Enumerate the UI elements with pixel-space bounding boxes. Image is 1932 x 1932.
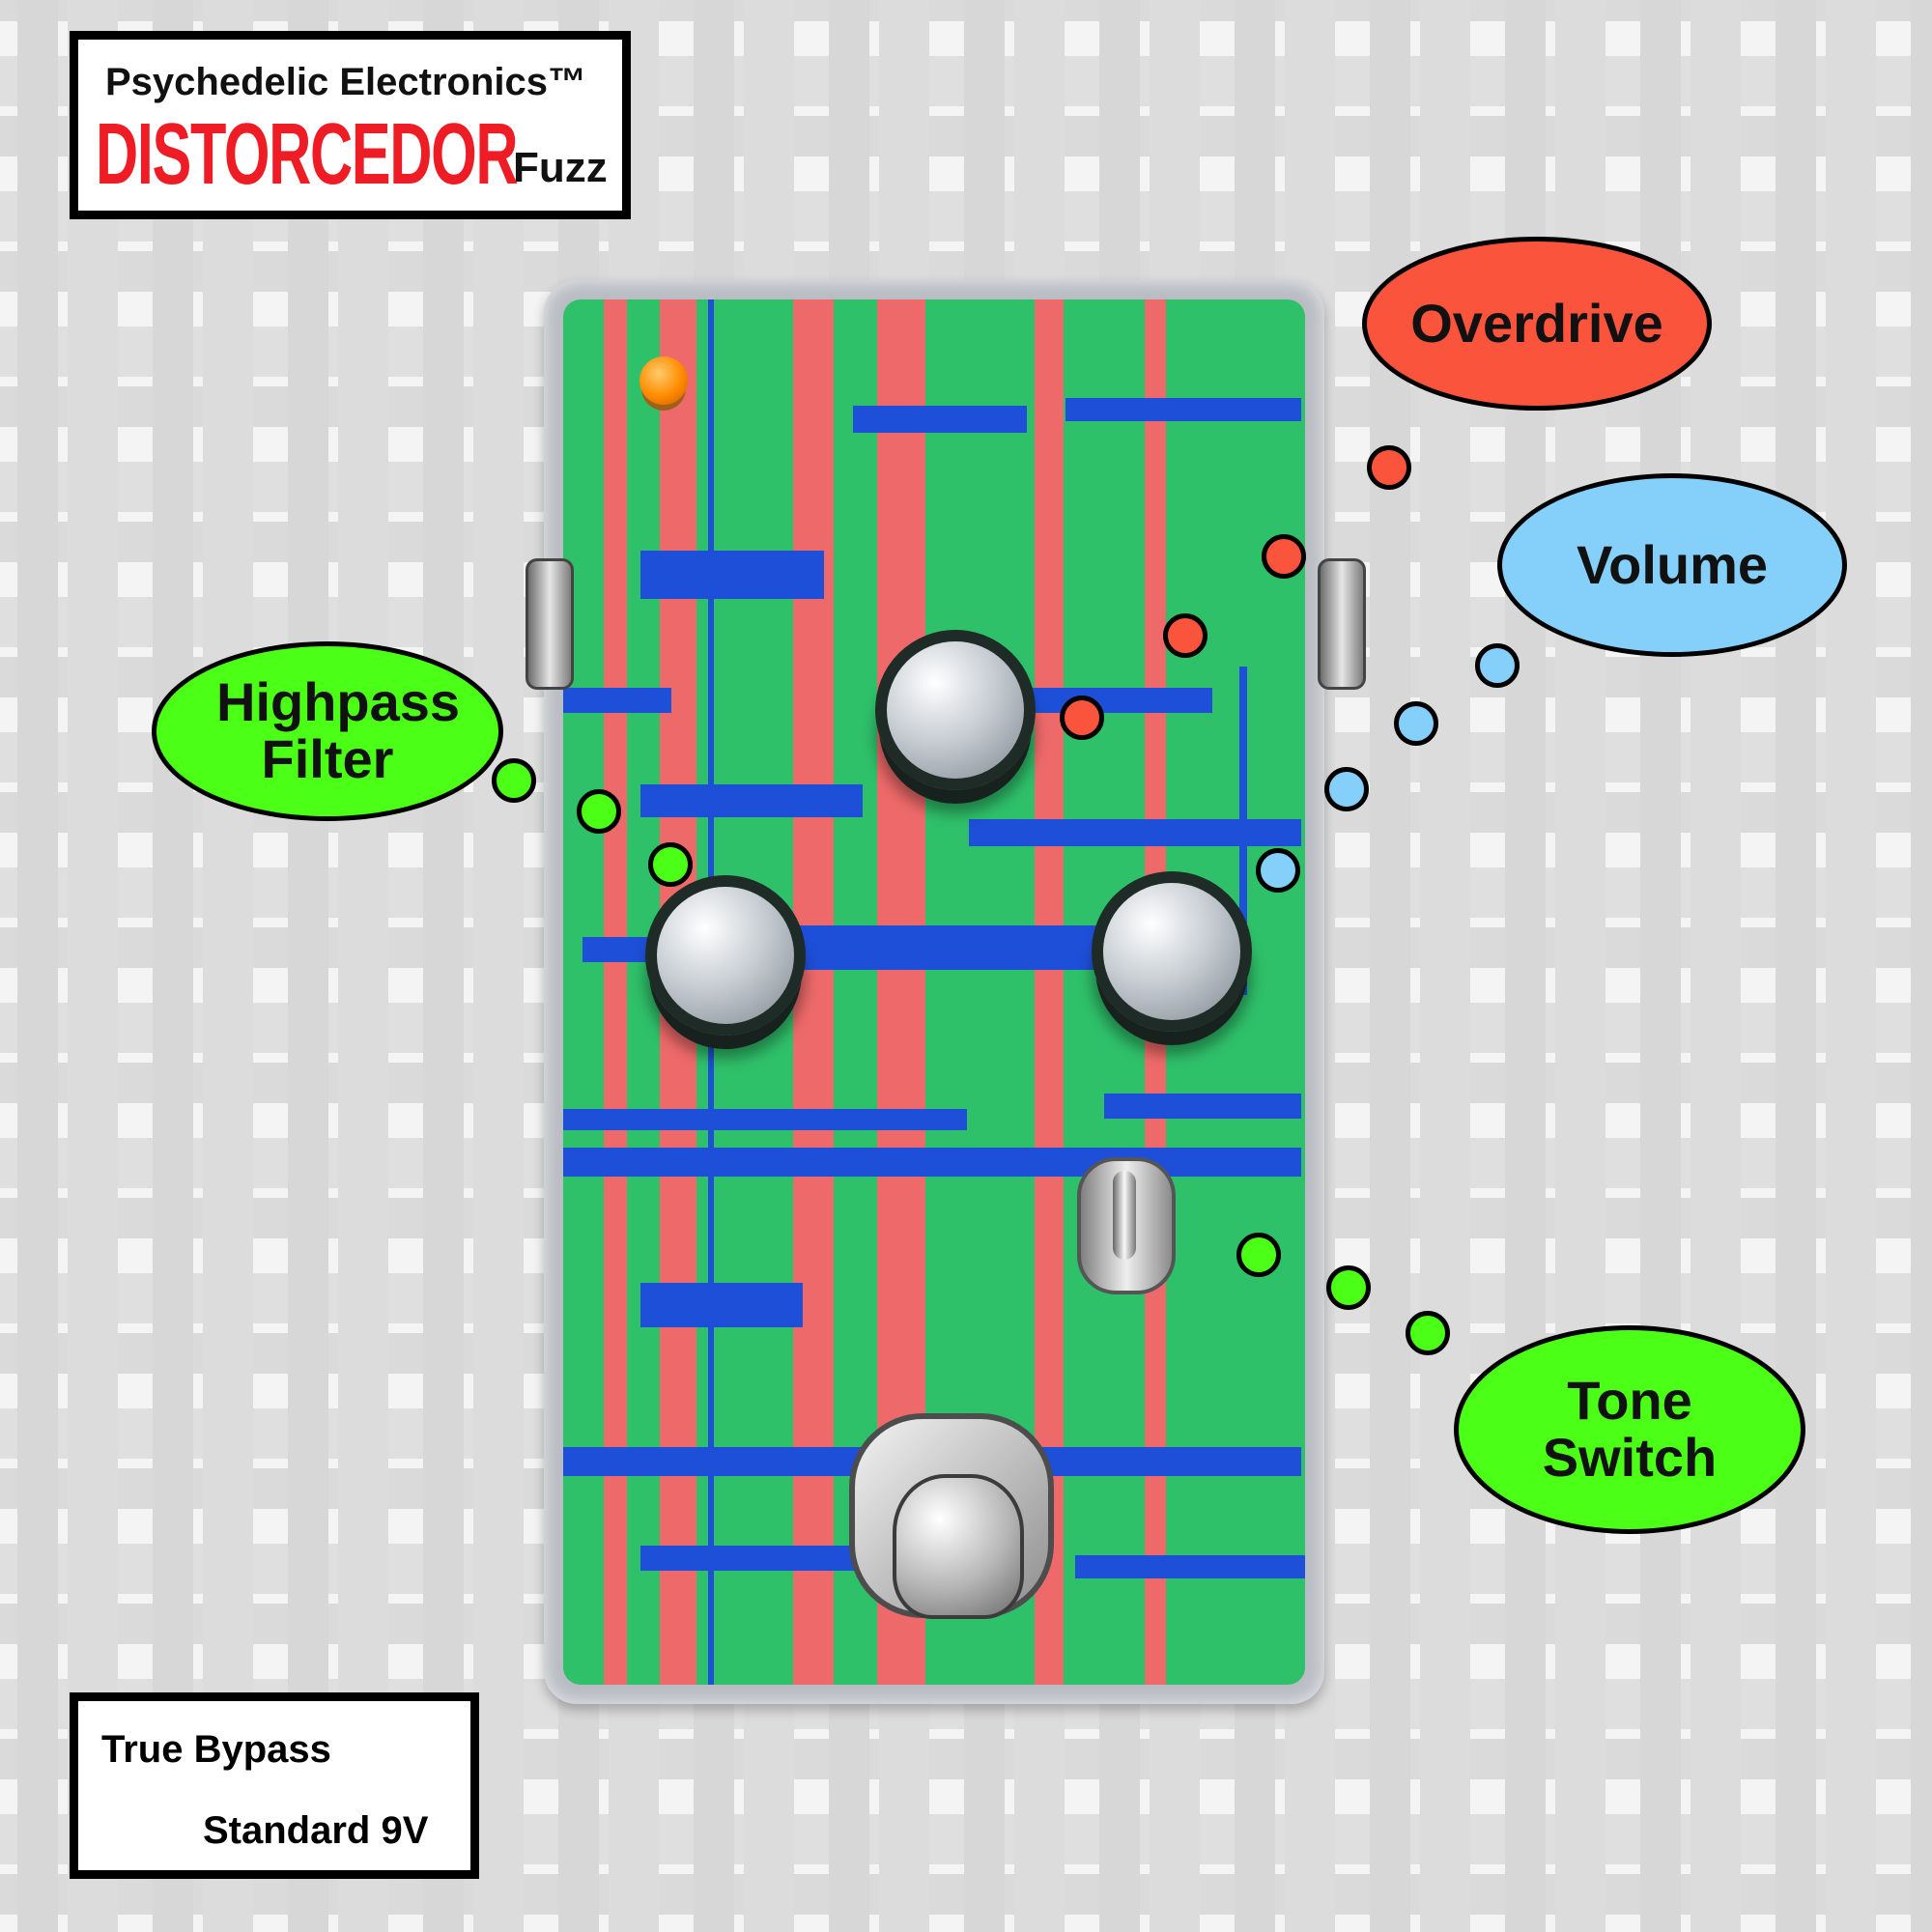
- bypass-spec: True Bypass: [101, 1728, 331, 1771]
- highpass-filter-knob[interactable]: [645, 875, 806, 1036]
- power-spec: Standard 9V: [203, 1809, 429, 1852]
- volume-pointer-dot: [1324, 767, 1369, 811]
- bypass-footswitch[interactable]: [893, 1474, 1024, 1619]
- brand-name: Psychedelic Electronics™: [105, 61, 587, 103]
- highpass-filter-label: Highpass Filter: [152, 641, 503, 821]
- tone-pointer-dot: [1326, 1265, 1371, 1310]
- overdrive-knob[interactable]: [875, 630, 1036, 790]
- highpass-pointer-dot: [577, 789, 621, 834]
- volume-label: Volume: [1497, 473, 1847, 657]
- highpass-pointer-dot: [492, 758, 536, 803]
- highpass-filter-label-text: Highpass Filter: [216, 671, 461, 789]
- overdrive-pointer-dot: [1262, 534, 1306, 579]
- overdrive-label: Overdrive: [1362, 237, 1712, 411]
- tone-switch-toggle[interactable]: [1077, 1157, 1176, 1294]
- volume-pointer-dot: [1256, 848, 1300, 893]
- volume-knob[interactable]: [1092, 871, 1252, 1032]
- highpass-pointer-dot: [648, 842, 693, 887]
- spec-box: True Bypass Standard 9V: [70, 1692, 479, 1879]
- tone-pointer-dot: [1406, 1311, 1450, 1355]
- product-type: Fuzz: [513, 144, 608, 191]
- overdrive-pointer-dot: [1367, 445, 1411, 490]
- volume-pointer-dot: [1394, 701, 1438, 746]
- output-jack: [1318, 558, 1366, 690]
- overdrive-pointer-dot: [1163, 613, 1208, 658]
- tone-pointer-dot: [1236, 1233, 1281, 1277]
- tone-switch-label-text: Tone Switch: [1542, 1370, 1718, 1488]
- input-jack: [526, 558, 574, 690]
- title-box: Psychedelic Electronics™ DISTORCEDOR Fuz…: [70, 31, 631, 219]
- tone-switch-label: Tone Switch: [1454, 1325, 1805, 1534]
- volume-pointer-dot: [1475, 643, 1520, 688]
- overdrive-pointer-dot: [1060, 696, 1104, 740]
- status-led: [639, 356, 688, 405]
- product-name: DISTORCEDOR: [96, 106, 519, 203]
